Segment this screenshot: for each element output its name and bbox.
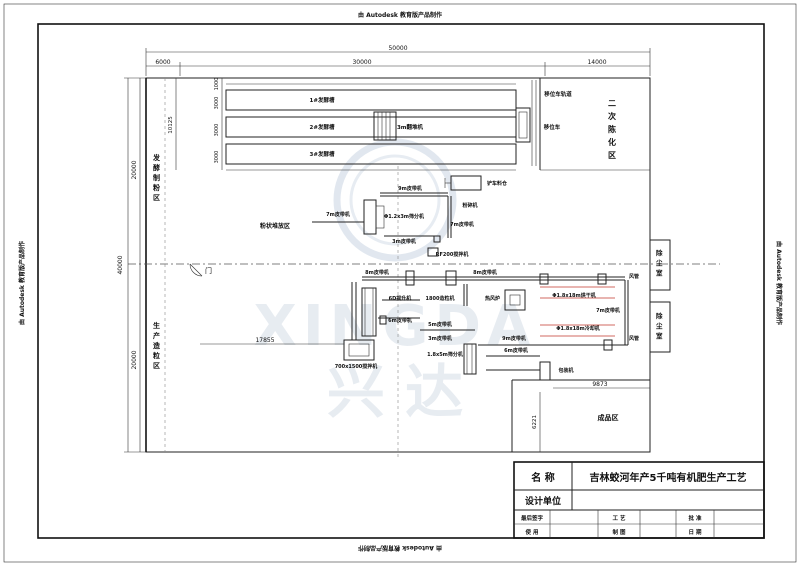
left-dimensions: 40000 20000 20000 10125 1000 3000 3000 3… (117, 78, 223, 453)
belt-7m-c-label: 7m皮带机 (596, 307, 620, 314)
zone-labels: 发酵制粉区 生产造粒区 二次陈化区 成品区 门 (152, 99, 619, 422)
dust-rooms: 除尘室 除尘室 (649, 239, 671, 353)
fan-2-label: 风管 (629, 335, 639, 342)
belt-7m-b-label: 7m皮带机 (450, 221, 474, 228)
zone-ferment: 发酵制粉区 (152, 153, 161, 202)
screen-2-label: 1.8x5m筛分机 (427, 351, 463, 358)
watermark-top: 由 Autodesk 教育版产品制作 (358, 11, 442, 19)
zone-secondary: 二次陈化区 (608, 99, 616, 160)
crusher-label: 粉碎机 (462, 202, 477, 209)
belt-5m-label: 5m皮带机 (428, 321, 452, 328)
transfer-car-label: 移位车 (544, 123, 561, 131)
powder-section: 铲车料仓 9m皮带机 Φ1.2x3m筛分机 7m皮带机 粉碎机 7m皮带机 3m… (260, 175, 508, 258)
drawing-frame (37, 23, 765, 539)
belt-7m-label: 7m皮带机 (326, 211, 350, 218)
elevator-label: 6D提升机 (389, 295, 412, 302)
belt-3m-b-label: 3m皮带机 (428, 335, 452, 342)
sign-label: 最后签字 (521, 514, 544, 522)
tank-2-label: 2#发酵槽 (310, 123, 335, 131)
granulator-label: 1800造粒机 (426, 295, 455, 302)
watermark-bottom: 由 Autodesk 教育版产品制作 (358, 544, 442, 552)
tank-3-label: 3#发酵槽 (310, 150, 335, 158)
tank-1-label: 1#发酵槽 (310, 96, 335, 104)
fermentation-tanks: 1#发酵槽 2#发酵槽 3#发酵槽 3m翻堆机 移位车轨道 移位车 (225, 80, 572, 171)
mixer-700-label: 700x1500搅拌机 (335, 363, 378, 370)
belt-9m-b-label: 9m皮带机 (502, 335, 526, 342)
xingda-logo: XINGDA 兴 达 (254, 138, 537, 426)
transfer-track-label: 移位车轨道 (544, 90, 572, 98)
zone-finished: 成品区 (598, 413, 619, 422)
dim-ferment-height: 10125 (168, 116, 174, 134)
hot-air-label: 热风炉 (485, 295, 500, 302)
belt-8m-b-label: 8m皮带机 (473, 269, 497, 276)
drawing-label: 制 图 (613, 528, 626, 536)
logo-cn: 兴 达 (327, 358, 463, 426)
title-block: 名 称 吉林蛟河年产5千吨有机肥生产工艺 设计单位 最后签字 使 用 工 艺 制… (513, 461, 765, 539)
zone-powder-store: 粉状堆放区 (260, 222, 290, 230)
sheet-border (3, 3, 797, 563)
dim-height-upper: 20000 (131, 160, 138, 179)
dim-seg-mid: 30000 (352, 59, 371, 66)
dim-seg-left: 6000 (155, 59, 170, 66)
belt-9m-label: 9m皮带机 (398, 185, 422, 192)
dryer-1-label: Φ1.8x18m烘干机 (552, 292, 596, 299)
date-label: 日 期 (689, 528, 702, 536)
dim-height-total: 40000 (117, 255, 124, 274)
dim-row-3000-c: 3000 (214, 151, 220, 164)
belt-8m-label: 8m皮带机 (365, 269, 389, 276)
process-label: 工 艺 (613, 514, 626, 522)
title-name-label: 名 称 (531, 471, 554, 484)
belt-6m-b-label: 6m皮带机 (504, 347, 528, 354)
fan-1-label: 风管 (629, 273, 639, 280)
dust-room-1: 除尘室 (656, 248, 663, 277)
design-unit-label: 设计单位 (525, 495, 561, 507)
packer-label: 包装机 (558, 367, 573, 374)
dim-row-3000-a: 3000 (214, 97, 220, 110)
dryer-2-label: Φ1.8x18m冷却机 (556, 325, 600, 332)
dim-row-3000-b: 3000 (214, 124, 220, 137)
use-label: 使 用 (525, 528, 539, 536)
dim-total-width: 50000 (388, 45, 407, 52)
approve-label: 批 准 (689, 514, 702, 522)
dim-6221: 6221 (532, 415, 538, 429)
dust-room-2: 除尘室 (656, 311, 663, 340)
zone-production: 生产造粒区 (153, 321, 161, 370)
dim-row-1000: 1000 (214, 78, 220, 91)
watermark-left: 由 Autodesk 教育版产品制作 (18, 241, 26, 325)
belt-6m-label: 6m皮带机 (388, 317, 412, 324)
turner-label: 3m翻堆机 (397, 123, 424, 131)
screen-1x3-label: Φ1.2x3m筛分机 (384, 213, 424, 220)
dim-seg-right: 14000 (587, 59, 606, 66)
dim-17855: 17855 (255, 337, 274, 344)
logo-latin: XINGDA (254, 294, 537, 359)
belt-3m-label: 3m皮带机 (392, 238, 416, 245)
mixer-rp-label: RF200搅拌机 (436, 251, 469, 258)
dim-height-lower: 20000 (131, 350, 138, 369)
building-outline (128, 77, 720, 460)
zone-door: 门 (205, 266, 212, 275)
forklift-bin-label: 铲车料仓 (487, 180, 508, 187)
top-dimensions: 50000 6000 30000 14000 (145, 45, 651, 76)
production-section: 8m皮带机 8m皮带机 风管 Φ1.8x18m烘干机 7m皮带机 Φ1.8x18… (200, 269, 650, 452)
watermark-right: 由 Autodesk 教育版产品制作 (775, 241, 783, 325)
project-title: 吉林蛟河年产5千吨有机肥生产工艺 (590, 471, 747, 484)
dim-9873: 9873 (592, 381, 607, 388)
